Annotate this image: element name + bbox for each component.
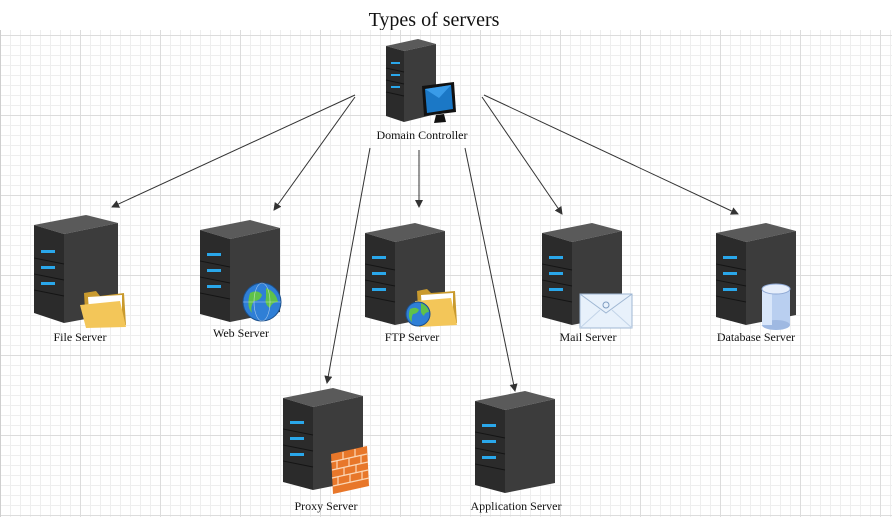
edge-to-mail-server[interactable] — [481, 96, 563, 215]
label-application-server: Application Server — [470, 499, 562, 513]
server-tower-icon — [283, 388, 370, 494]
label-domain-controller: Domain Controller — [376, 128, 468, 142]
node-ftp-server[interactable] — [365, 221, 460, 329]
server-tower-icon — [365, 223, 457, 327]
node-proxy-server[interactable] — [283, 386, 378, 498]
node-application-server[interactable] — [475, 389, 560, 499]
firewall-icon — [330, 446, 370, 494]
label-ftp-server: FTP Server — [384, 330, 440, 344]
server-tower-icon — [475, 391, 555, 493]
edge-to-application-server[interactable] — [464, 147, 518, 392]
label-web-server: Web Server — [212, 326, 270, 340]
node-file-server[interactable] — [34, 213, 129, 328]
edge-to-file-server[interactable] — [111, 94, 356, 208]
server-tower-icon — [716, 223, 796, 330]
edge-to-web-server[interactable] — [273, 96, 356, 211]
envelope-icon — [579, 293, 633, 329]
label-proxy-server: Proxy Server — [294, 499, 358, 513]
monitor-icon — [422, 82, 456, 123]
server-tower-icon — [34, 215, 126, 328]
label-database-server: Database Server — [716, 330, 796, 344]
label-file-server: File Server — [53, 330, 107, 344]
server-tower-icon — [542, 223, 633, 329]
node-domain-controller[interactable] — [384, 38, 464, 128]
folder-icon — [80, 291, 126, 328]
server-tower-icon — [385, 39, 456, 123]
folder-globe-icon — [405, 289, 457, 327]
node-mail-server[interactable] — [542, 221, 637, 331]
label-mail-server: Mail Server — [559, 330, 617, 344]
edge-to-proxy-server[interactable] — [324, 147, 371, 384]
database-icon — [761, 283, 791, 330]
edge-to-database-server[interactable] — [483, 94, 739, 215]
server-tower-icon — [200, 220, 282, 322]
globe-icon — [242, 282, 282, 322]
node-database-server[interactable] — [716, 221, 806, 331]
diagram-title: Types of servers — [368, 9, 500, 31]
node-web-server[interactable] — [200, 218, 285, 323]
